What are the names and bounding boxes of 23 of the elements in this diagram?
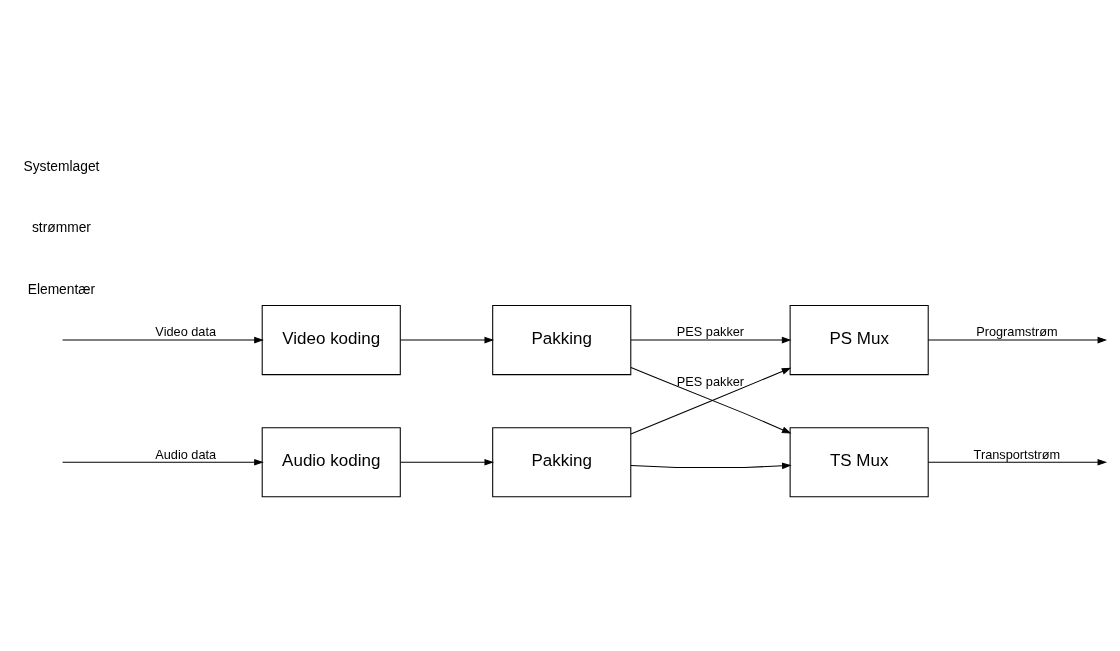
arrow <box>400 458 495 466</box>
arrow <box>62 336 264 343</box>
edge-label: Transportstrøm <box>973 446 1061 462</box>
label: Systemlaget <box>23 158 100 174</box>
node-box: PS Mux <box>789 304 929 375</box>
arrow <box>927 458 1108 466</box>
arrow <box>62 458 264 466</box>
node-box: TS Mux <box>789 426 929 497</box>
arrow <box>927 336 1108 343</box>
node-box: Audio koding <box>261 426 401 497</box>
node-box: Pakking <box>492 304 632 375</box>
label: Elementær <box>27 281 96 297</box>
node-box: Video koding <box>261 304 401 375</box>
arrow <box>400 336 495 343</box>
edge-label: PES pakker <box>676 323 745 339</box>
node-box: Pakking <box>492 426 632 497</box>
edge-label: PES pakker <box>676 373 745 389</box>
edge-label: Programstrøm <box>976 323 1058 339</box>
edge-label: Video data <box>155 323 217 339</box>
label: strømmer <box>31 219 91 235</box>
edge-label: Audio data <box>155 446 217 462</box>
arrow <box>630 461 792 469</box>
arrow <box>630 336 792 343</box>
